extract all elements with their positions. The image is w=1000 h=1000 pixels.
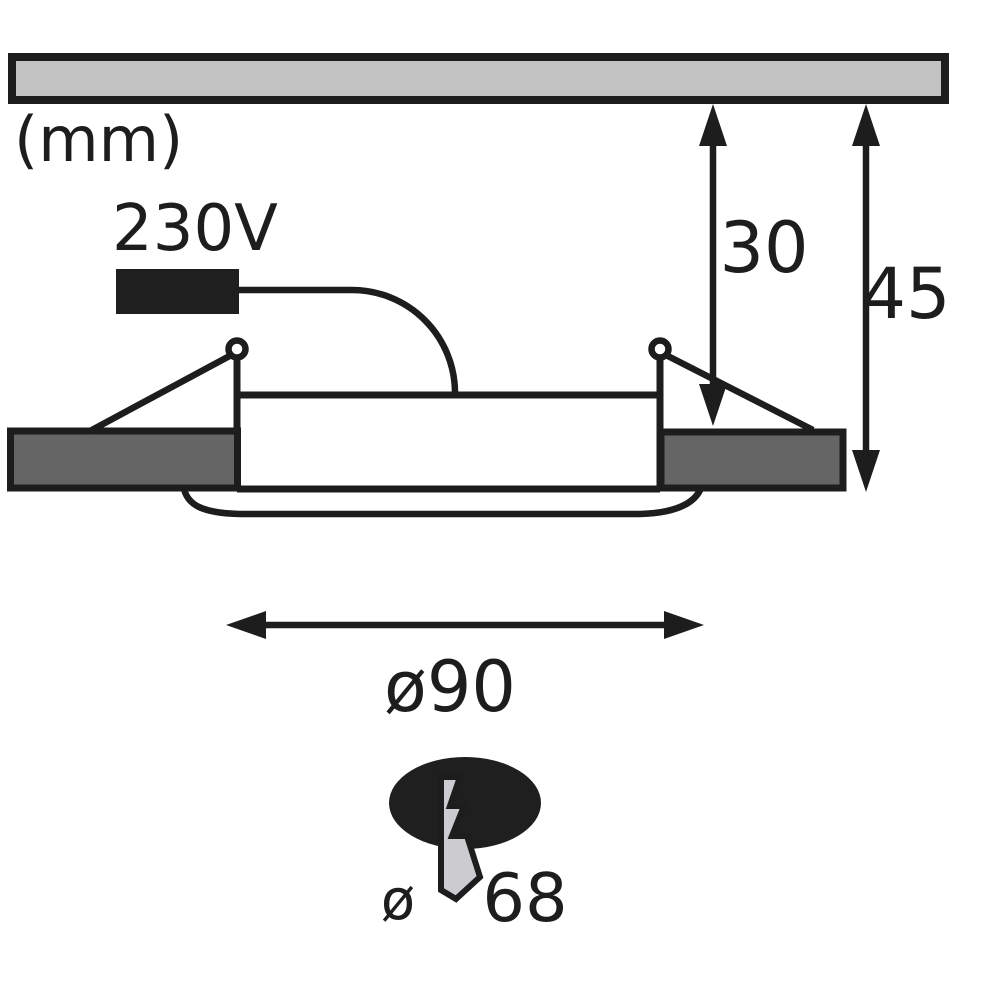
left-mounting-flange (7, 427, 241, 492)
dim-diameter-arrow-right-icon (664, 611, 704, 639)
dim-diameter-label: ø90 (384, 646, 516, 728)
dim-30-label: 30 (719, 207, 808, 289)
power-cable (235, 286, 459, 397)
unit-label: (mm) (14, 103, 183, 176)
dim-45-arrow-down-icon (852, 450, 880, 492)
right-pivot-circle (648, 337, 672, 361)
dim-diameter-arrow-left-icon (226, 611, 266, 639)
dim-30-arrow-up-icon (699, 104, 727, 146)
ceiling-slab (8, 53, 949, 104)
dim-45-label: 45 (861, 253, 950, 335)
left-pivot-circle (225, 337, 249, 361)
cutout-diameter-value: 68 (482, 859, 567, 937)
power-connector-box (116, 269, 239, 314)
trim-ring (180, 484, 705, 518)
left-spring-clip (88, 349, 239, 434)
dim-45-arrow-up-icon (852, 104, 880, 146)
right-spring-clip (658, 349, 815, 433)
lightning-bolt-icon (438, 774, 484, 903)
right-mounting-flange (657, 428, 847, 492)
voltage-label: 230V (112, 192, 278, 266)
dim-30-arrow-down-icon (699, 384, 727, 426)
cutout-diameter-symbol: ø (381, 868, 415, 933)
